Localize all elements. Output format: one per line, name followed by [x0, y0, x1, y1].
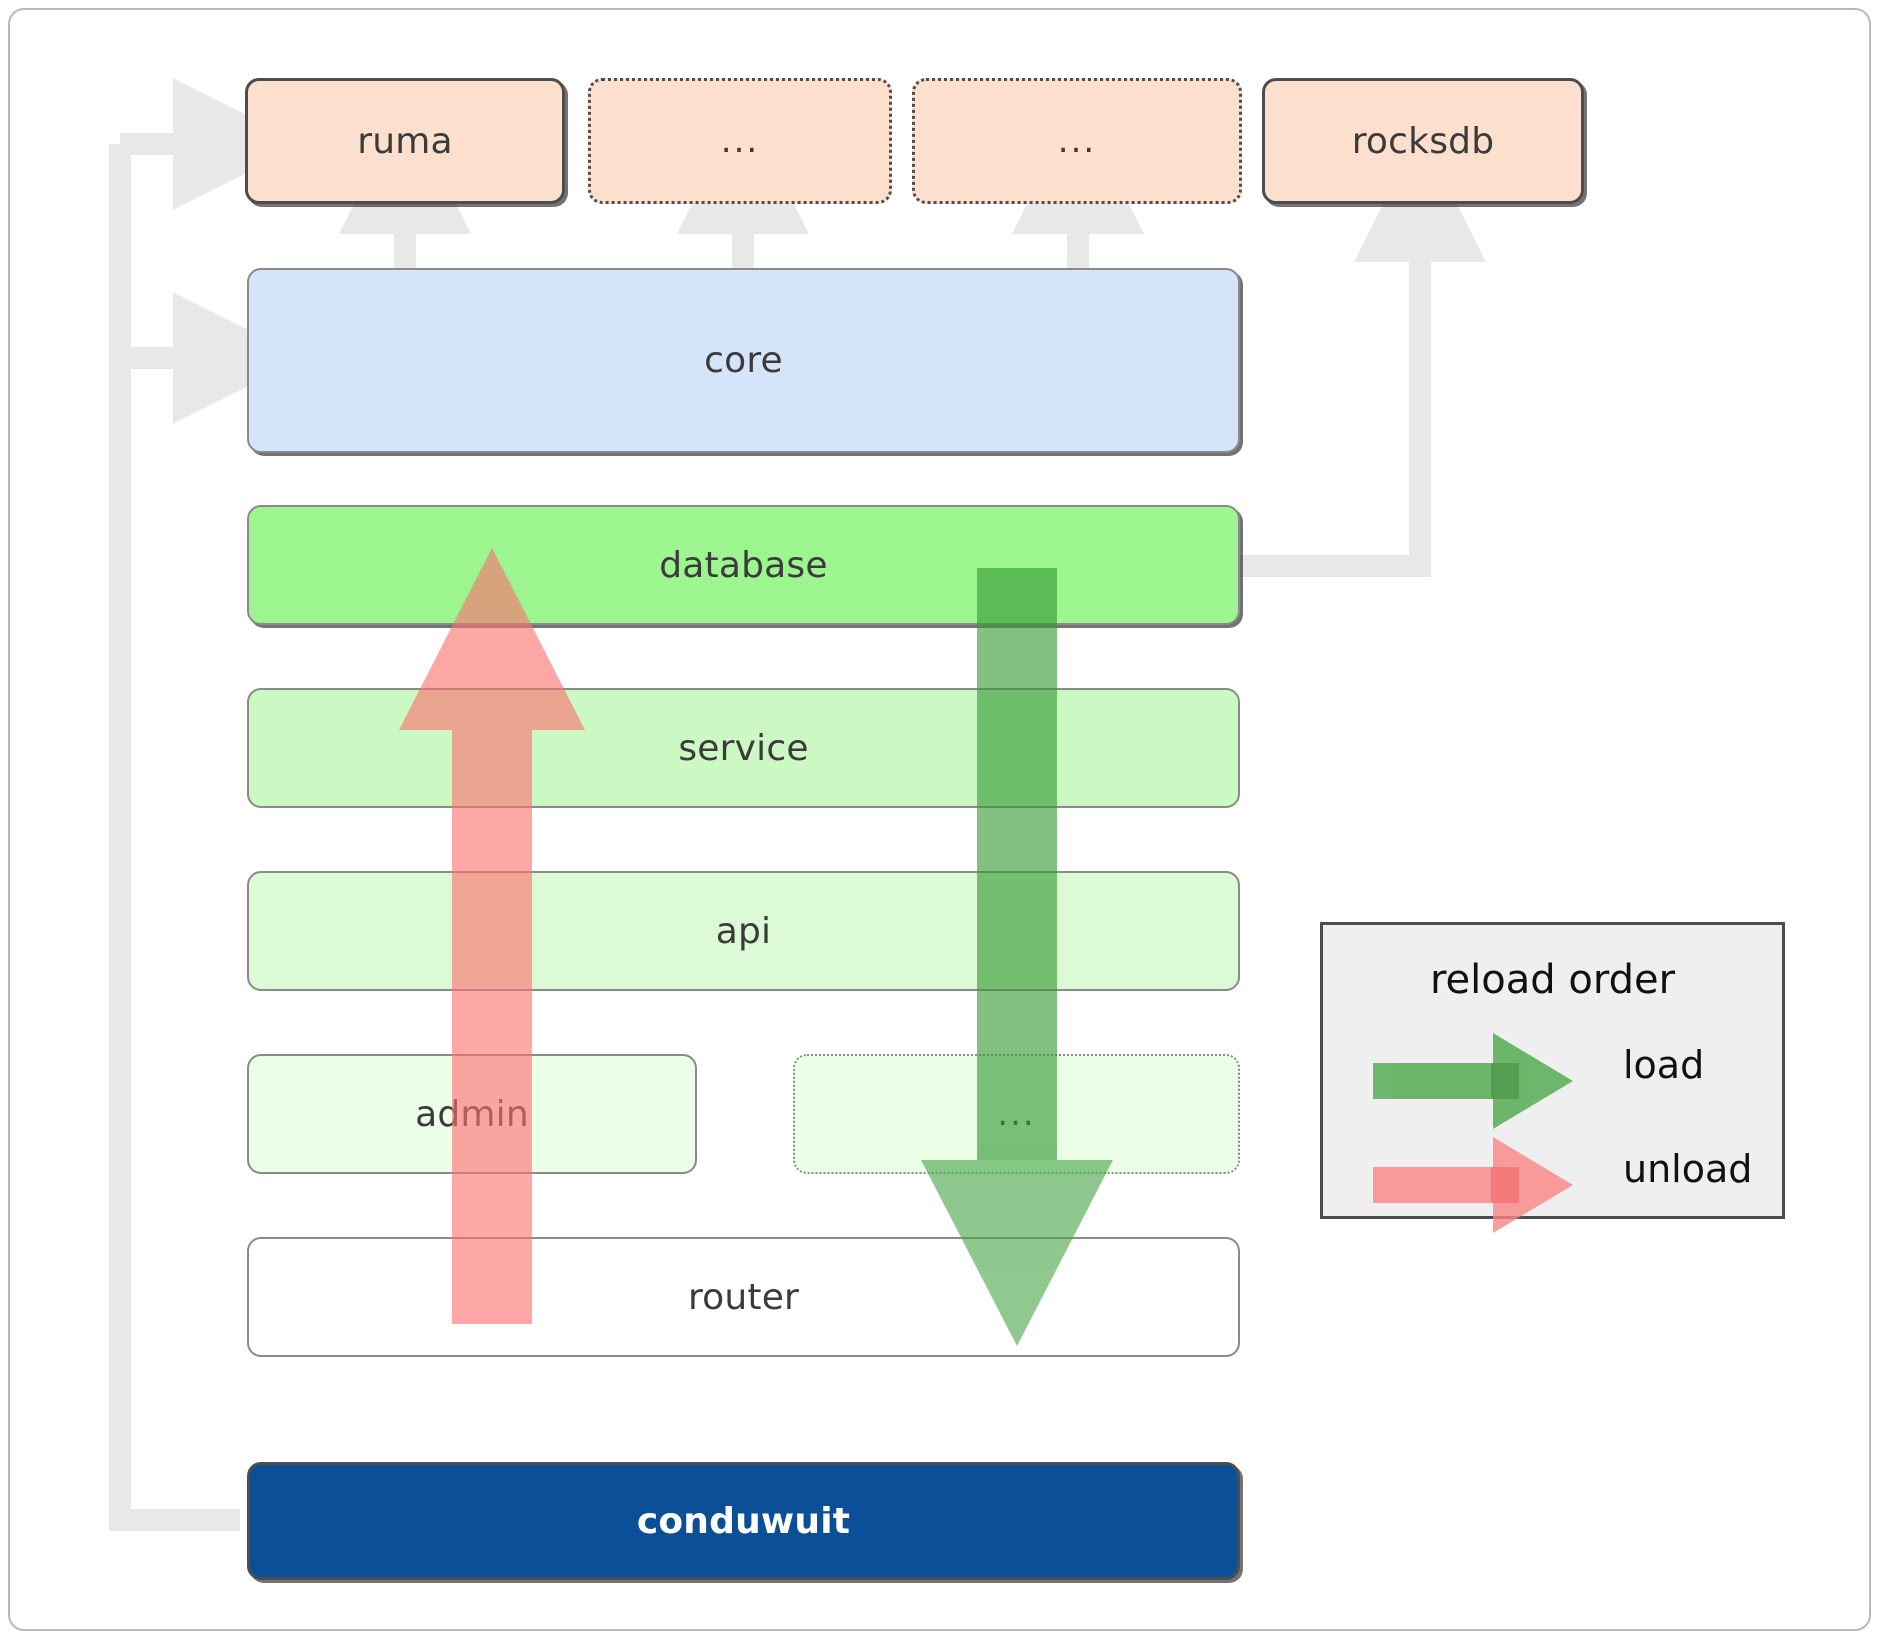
layer-label-database: database — [659, 544, 828, 586]
legend-load-arrow-icon — [1373, 1033, 1573, 1129]
dependency-box-more-1[interactable]: ... — [588, 78, 892, 204]
layer-box-admin[interactable]: admin — [247, 1054, 697, 1174]
layer-label-core: core — [704, 340, 783, 381]
dependency-box-rocksdb[interactable]: rocksdb — [1262, 78, 1584, 204]
legend-row-load: load — [1323, 1033, 1782, 1129]
dependency-label-more-2: ... — [1057, 120, 1097, 161]
layer-label-service: service — [678, 727, 809, 769]
dependency-box-more-2[interactable]: ... — [912, 78, 1242, 204]
legend-unload-arrow-icon — [1373, 1137, 1573, 1233]
dependency-label-rocksdb: rocksdb — [1351, 120, 1495, 162]
binary-box-conduwuit[interactable]: conduwuit — [247, 1462, 1240, 1580]
layer-box-api[interactable]: api — [247, 871, 1240, 991]
dependency-label-more-1: ... — [720, 120, 760, 161]
layer-label-more: ... — [997, 1093, 1036, 1134]
binary-label-conduwuit: conduwuit — [636, 1500, 851, 1542]
layer-label-admin: admin — [415, 1093, 529, 1135]
legend-label-unload: unload — [1623, 1147, 1753, 1191]
legend-panel: reload order load unload — [1320, 922, 1785, 1233]
legend-title: reload order — [1429, 957, 1676, 1003]
layer-label-api: api — [715, 910, 772, 952]
dependency-label-ruma: ruma — [357, 120, 453, 162]
layer-box-service[interactable]: service — [247, 688, 1240, 808]
legend-label-load: load — [1623, 1043, 1705, 1087]
layer-box-database[interactable]: database — [247, 505, 1240, 625]
layer-box-more[interactable]: ... — [793, 1054, 1240, 1174]
diagram-frame — [8, 8, 1871, 1631]
layer-label-router: router — [687, 1276, 800, 1318]
layer-box-core[interactable]: core — [247, 268, 1240, 453]
dependency-box-ruma[interactable]: ruma — [245, 78, 565, 204]
layer-box-router[interactable]: router — [247, 1237, 1240, 1357]
legend-row-unload: unload — [1323, 1137, 1782, 1233]
